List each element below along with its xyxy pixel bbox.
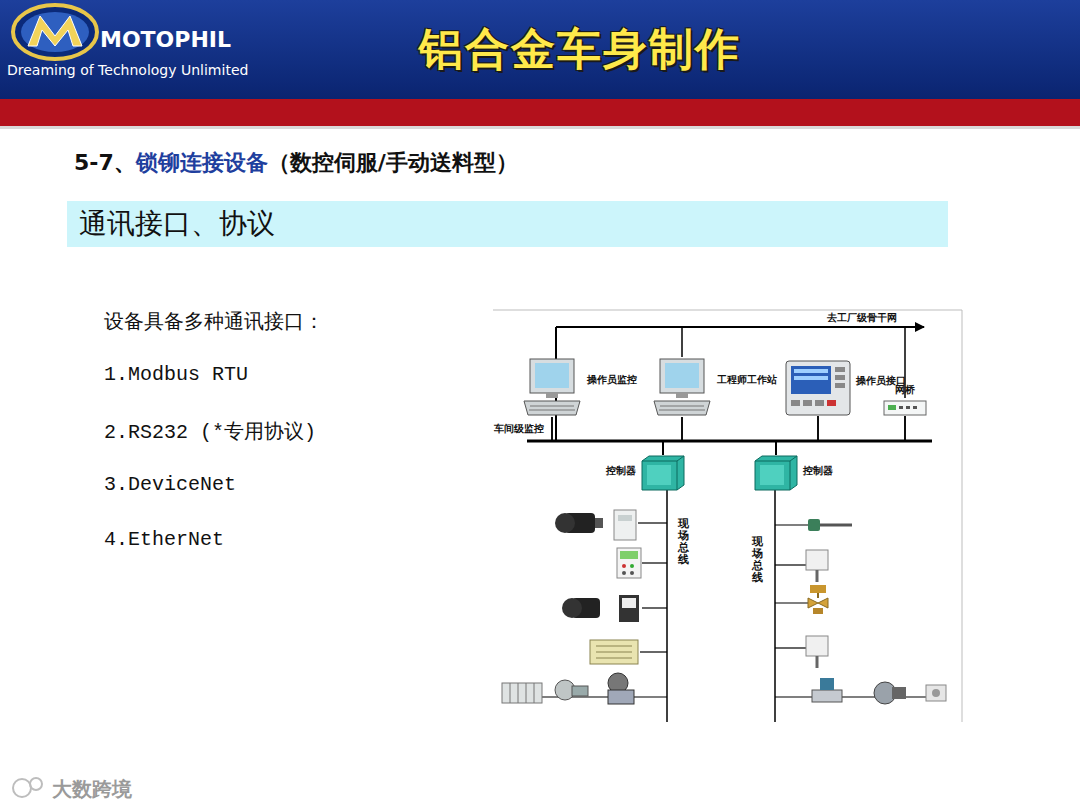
- panel-icon: [785, 360, 851, 416]
- red-stripe: [0, 99, 1080, 126]
- node-label: 控制器: [606, 464, 636, 478]
- list-intro: 设备具备多种通讯接口：: [104, 308, 324, 335]
- list-item: 1.Modbus RTU: [104, 363, 248, 386]
- logo-emblem: [13, 5, 97, 59]
- brand-slogan: Dreaming of Technology Unlimited: [7, 62, 248, 78]
- flow-meter: [812, 678, 842, 702]
- servo-motor: [555, 513, 603, 533]
- node-label-group: 控制器: [803, 464, 833, 478]
- brand-name: MOTOPHIL: [100, 27, 231, 52]
- computer-icon: [652, 357, 712, 417]
- bus-connector: [663, 417, 682, 455]
- fieldbus-label: 现场总线: [752, 536, 763, 584]
- bus-connector: [663, 416, 905, 455]
- controller-node: 控制器: [754, 455, 833, 491]
- heading-text: 5-7、: [74, 148, 136, 178]
- heading-keyword: 锁铆连接设备: [136, 148, 268, 178]
- bus-connector: [776, 416, 905, 455]
- control-valve: [808, 585, 828, 614]
- pressure-transmitter: [806, 550, 828, 582]
- field-branches-left: [502, 523, 667, 697]
- computer-icon: [522, 357, 582, 417]
- node-label: 网桥: [895, 383, 915, 397]
- section-heading: 5-7、锁铆连接设备（数控伺服/手动送料型）: [74, 148, 518, 178]
- bus-connector: [552, 417, 776, 455]
- page-title: 铝合金车身制作: [340, 20, 820, 79]
- plc-rack: [502, 683, 542, 703]
- servo-drive: [614, 510, 636, 540]
- header-bar: [0, 0, 1080, 99]
- actuator: [926, 685, 946, 701]
- list-item: 4.EtherNet: [104, 528, 224, 551]
- shop-level-label: 车间级监控: [494, 422, 544, 436]
- fieldbus-label: 现场总线: [678, 518, 689, 566]
- bridge-node: 网桥: [883, 383, 927, 416]
- control-panel: [617, 548, 641, 578]
- bus-connector: [552, 417, 663, 455]
- stripe-shadow: [0, 126, 1080, 129]
- diagram-frame: [493, 310, 962, 722]
- node-label-group: 控制器: [606, 464, 636, 478]
- field-bus-left: [666, 490, 668, 722]
- watermark-emblem: [13, 778, 42, 797]
- pump: [555, 680, 588, 700]
- engineer-station-node: 工程师工作站: [652, 357, 777, 417]
- backbone-line: [556, 326, 924, 328]
- list-item: 2.RS232 (*专用协议): [104, 418, 316, 445]
- field-branches-right: [775, 525, 940, 697]
- controller-icon: [641, 455, 685, 491]
- drive-unit: [874, 682, 906, 704]
- temperature-probe: [808, 519, 852, 531]
- bridge-icon: [883, 400, 927, 416]
- bus-connector: [776, 416, 818, 455]
- node-label: 操作员监控: [587, 373, 637, 387]
- node-label-group: 操作员监控: [587, 373, 637, 387]
- watermark: 大数跨境: [52, 776, 132, 803]
- backbone-drop-mid: [681, 327, 683, 357]
- node-label-group: 网桥: [895, 383, 915, 397]
- servo-drive: [619, 595, 639, 622]
- bus-connector: [663, 416, 818, 455]
- section-band: 通讯接口、协议: [67, 201, 948, 247]
- heading-text: （数控伺服/手动送料型）: [268, 148, 518, 178]
- io-module: [590, 640, 638, 664]
- bus-connector: [682, 417, 776, 455]
- backbone-label: 去工厂级骨干网: [826, 311, 898, 325]
- gear-motor: [608, 673, 634, 704]
- operator-monitor-node: 操作员监控: [522, 357, 637, 417]
- controller-node: 控制器: [606, 455, 685, 491]
- band-title: 通讯接口、协议: [79, 205, 275, 243]
- node-label-group: 工程师工作站: [717, 373, 777, 387]
- controller-icon: [754, 455, 798, 491]
- node-label: 工程师工作站: [717, 373, 777, 387]
- servo-motor: [562, 598, 600, 618]
- level-transmitter: [806, 636, 828, 668]
- node-label: 控制器: [803, 464, 833, 478]
- list-item: 3.DeviceNet: [104, 473, 236, 496]
